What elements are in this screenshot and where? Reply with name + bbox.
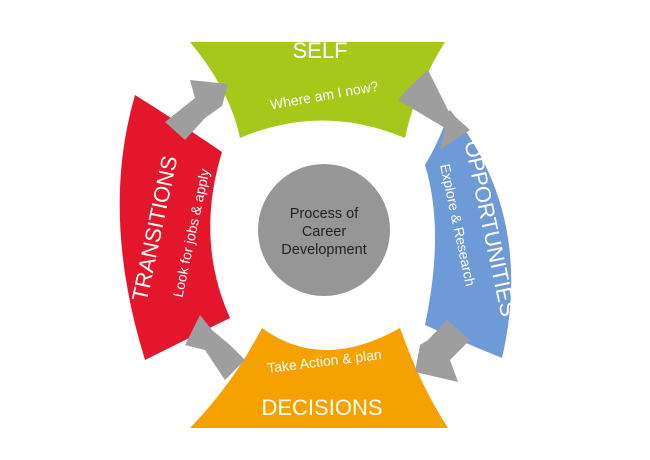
- segment-opportunities: [425, 110, 512, 358]
- arrow-self-to-opportunities: [398, 70, 470, 150]
- segment-transitions: [119, 95, 230, 360]
- center-line-2: Career: [302, 224, 346, 240]
- segment-decisions: [190, 328, 448, 428]
- arrow-decisions-to-transitions: [185, 315, 245, 380]
- self-title: SELF: [292, 38, 347, 63]
- center-line-3: Development: [281, 242, 366, 258]
- arrow-opportunities-to-decisions: [415, 320, 470, 382]
- center-circle: [258, 164, 390, 296]
- center-line-1: Process of: [290, 206, 359, 222]
- segment-self: [190, 42, 445, 138]
- decisions-title: DECISIONS: [261, 395, 382, 420]
- arrow-transitions-to-self: [165, 80, 228, 140]
